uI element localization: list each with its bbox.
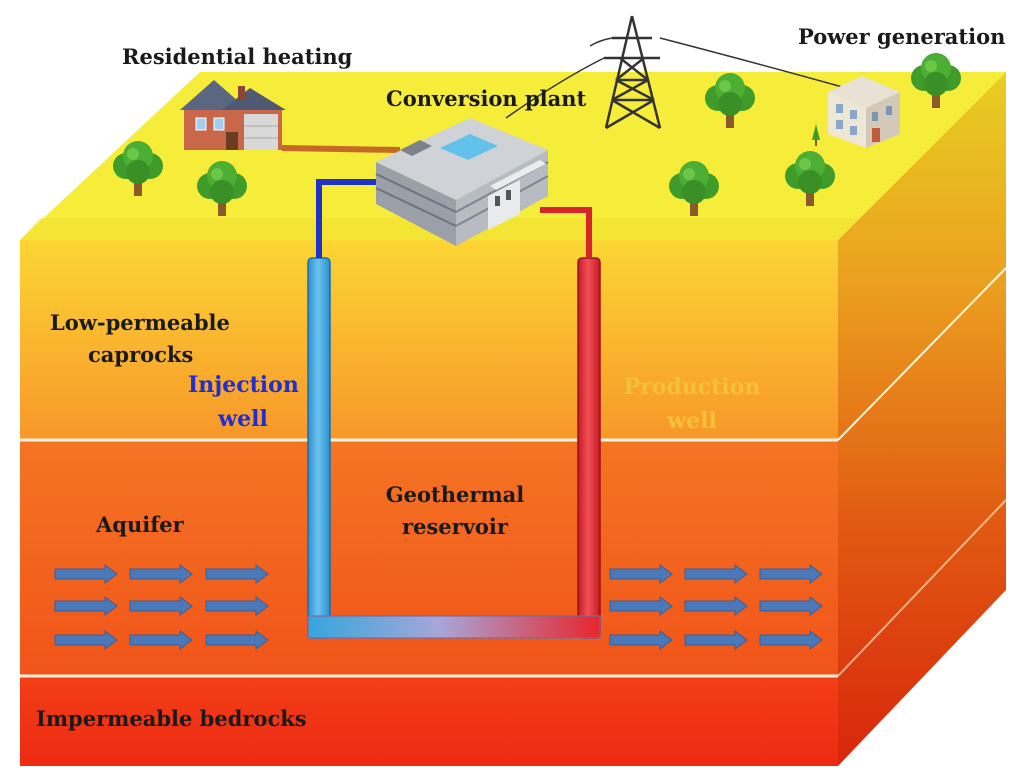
power-station-icon [812,76,900,148]
aquifer-flow-right [609,564,823,650]
conversion-plant-icon [375,118,549,246]
aquifer-flow-left [54,564,269,650]
reservoir-pipe-bottom [307,615,601,639]
caprocks-label-line1: Low-permeable [50,310,230,335]
bedrock-layer [20,676,838,766]
production-well-label-line1: Production [623,374,761,400]
caprock-layer [20,240,838,440]
conversion-plant-label: Conversion plant [386,86,587,111]
heating-pipe [281,145,401,153]
residential-heating-label: Residential heating [122,44,353,69]
side-layer-line [837,499,1007,677]
injection-well-label-line2: well [218,406,268,432]
production-surface-line [540,207,592,258]
bedrocks-label: Impermeable bedrocks [36,706,307,731]
power-line [505,57,605,119]
production-well-label-line2: well [667,408,717,434]
block-side-face [838,72,1006,766]
reservoir-label-line2: reservoir [402,514,508,539]
caprocks-label-line2: caprocks [88,342,194,367]
transmission-tower-icon [604,15,662,130]
injection-surface-line [316,179,380,258]
production-well-pipe [577,257,601,639]
reservoir-label-line1: Geothermal [385,482,525,507]
injection-well-label-line1: Injection [188,372,299,398]
power-generation-label: Power generation [798,24,1006,49]
power-line [659,37,847,89]
house-icon [180,80,286,150]
aquifer-label: Aquifer [96,512,184,537]
power-line [589,37,613,47]
injection-well-pipe [307,257,331,639]
side-layer-line [837,267,1007,441]
